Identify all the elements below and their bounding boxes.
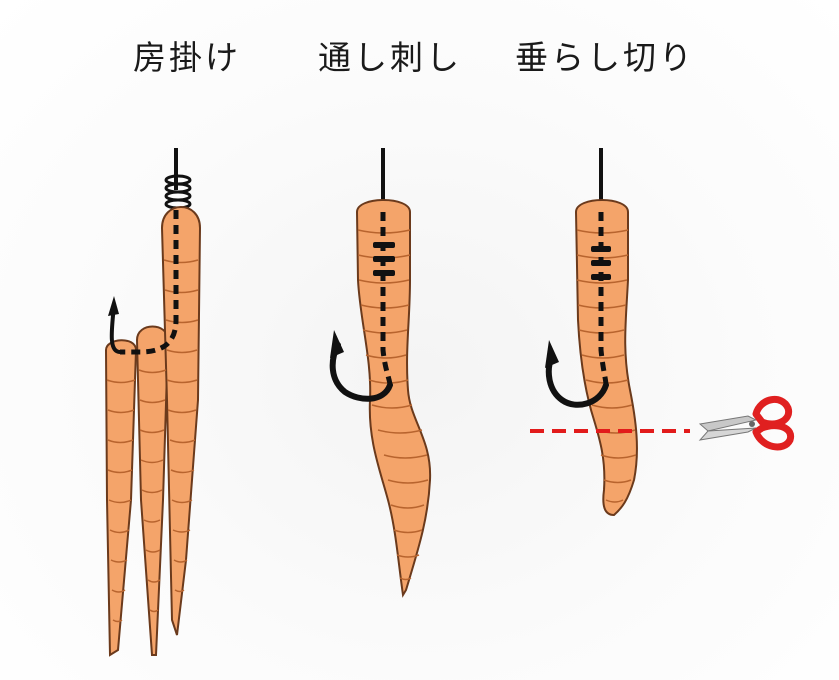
title-toshizashi: 通し刺し	[318, 38, 462, 77]
title-tarashigiri: 垂らし切り	[515, 38, 695, 77]
hook-barb	[108, 296, 119, 316]
hook-barb	[545, 340, 559, 368]
worm	[104, 339, 138, 657]
toshizashi-illustration	[329, 148, 432, 598]
fusagake-illustration	[104, 148, 202, 657]
hook-eye-marks	[373, 242, 395, 276]
hook-barb	[330, 330, 344, 358]
tarashigiri-illustration	[530, 148, 795, 517]
worm-segments	[106, 259, 199, 623]
hook-shank-dashed	[120, 210, 179, 355]
title-fusagake: 房掛け	[133, 38, 241, 77]
worm	[160, 206, 202, 636]
hook-eye-marks	[591, 246, 611, 280]
fishing-hook-icon	[329, 342, 393, 402]
scissors-icon	[698, 396, 795, 451]
fishing-hook-icon	[545, 353, 609, 408]
worm	[135, 325, 170, 656]
